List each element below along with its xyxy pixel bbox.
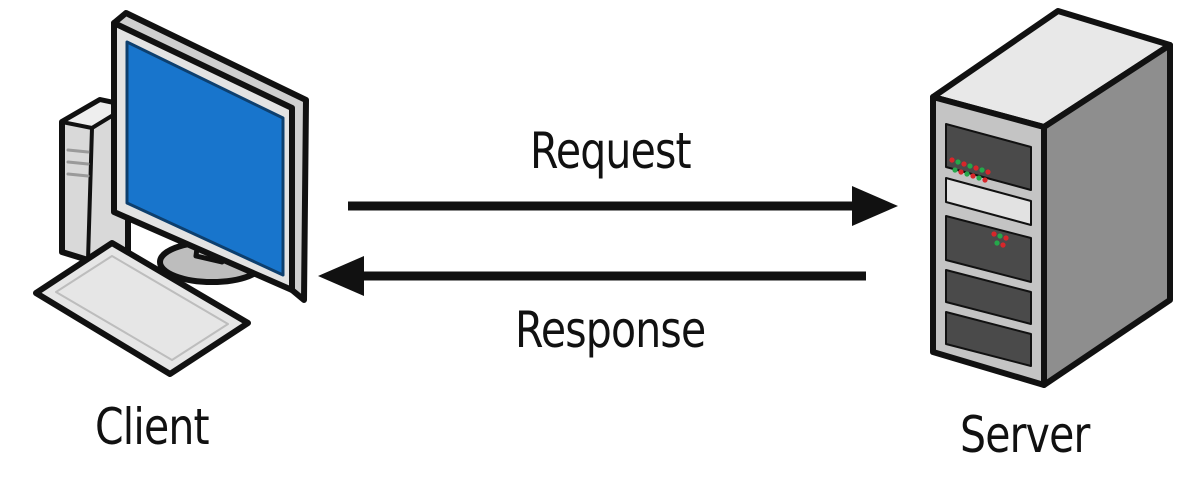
drive-bay-1 bbox=[945, 123, 1032, 191]
request-arrow bbox=[348, 186, 898, 226]
desktop-computer-icon bbox=[33, 10, 309, 377]
drive-bay-5 bbox=[945, 311, 1032, 367]
monitor bbox=[111, 10, 309, 303]
keyboard bbox=[33, 240, 251, 377]
status-lights bbox=[949, 157, 1009, 248]
drive-bay-4 bbox=[945, 269, 1032, 325]
response-arrow bbox=[318, 256, 866, 296]
server-tower-icon bbox=[930, 8, 1173, 388]
server-label: Server bbox=[960, 406, 1090, 464]
client-label: Client bbox=[95, 398, 210, 456]
request-label: Request bbox=[530, 122, 692, 180]
response-label: Response bbox=[515, 301, 706, 359]
drive-bay-3 bbox=[945, 215, 1032, 283]
drive-bay-2 bbox=[945, 177, 1032, 226]
monitor-screen bbox=[125, 40, 285, 277]
